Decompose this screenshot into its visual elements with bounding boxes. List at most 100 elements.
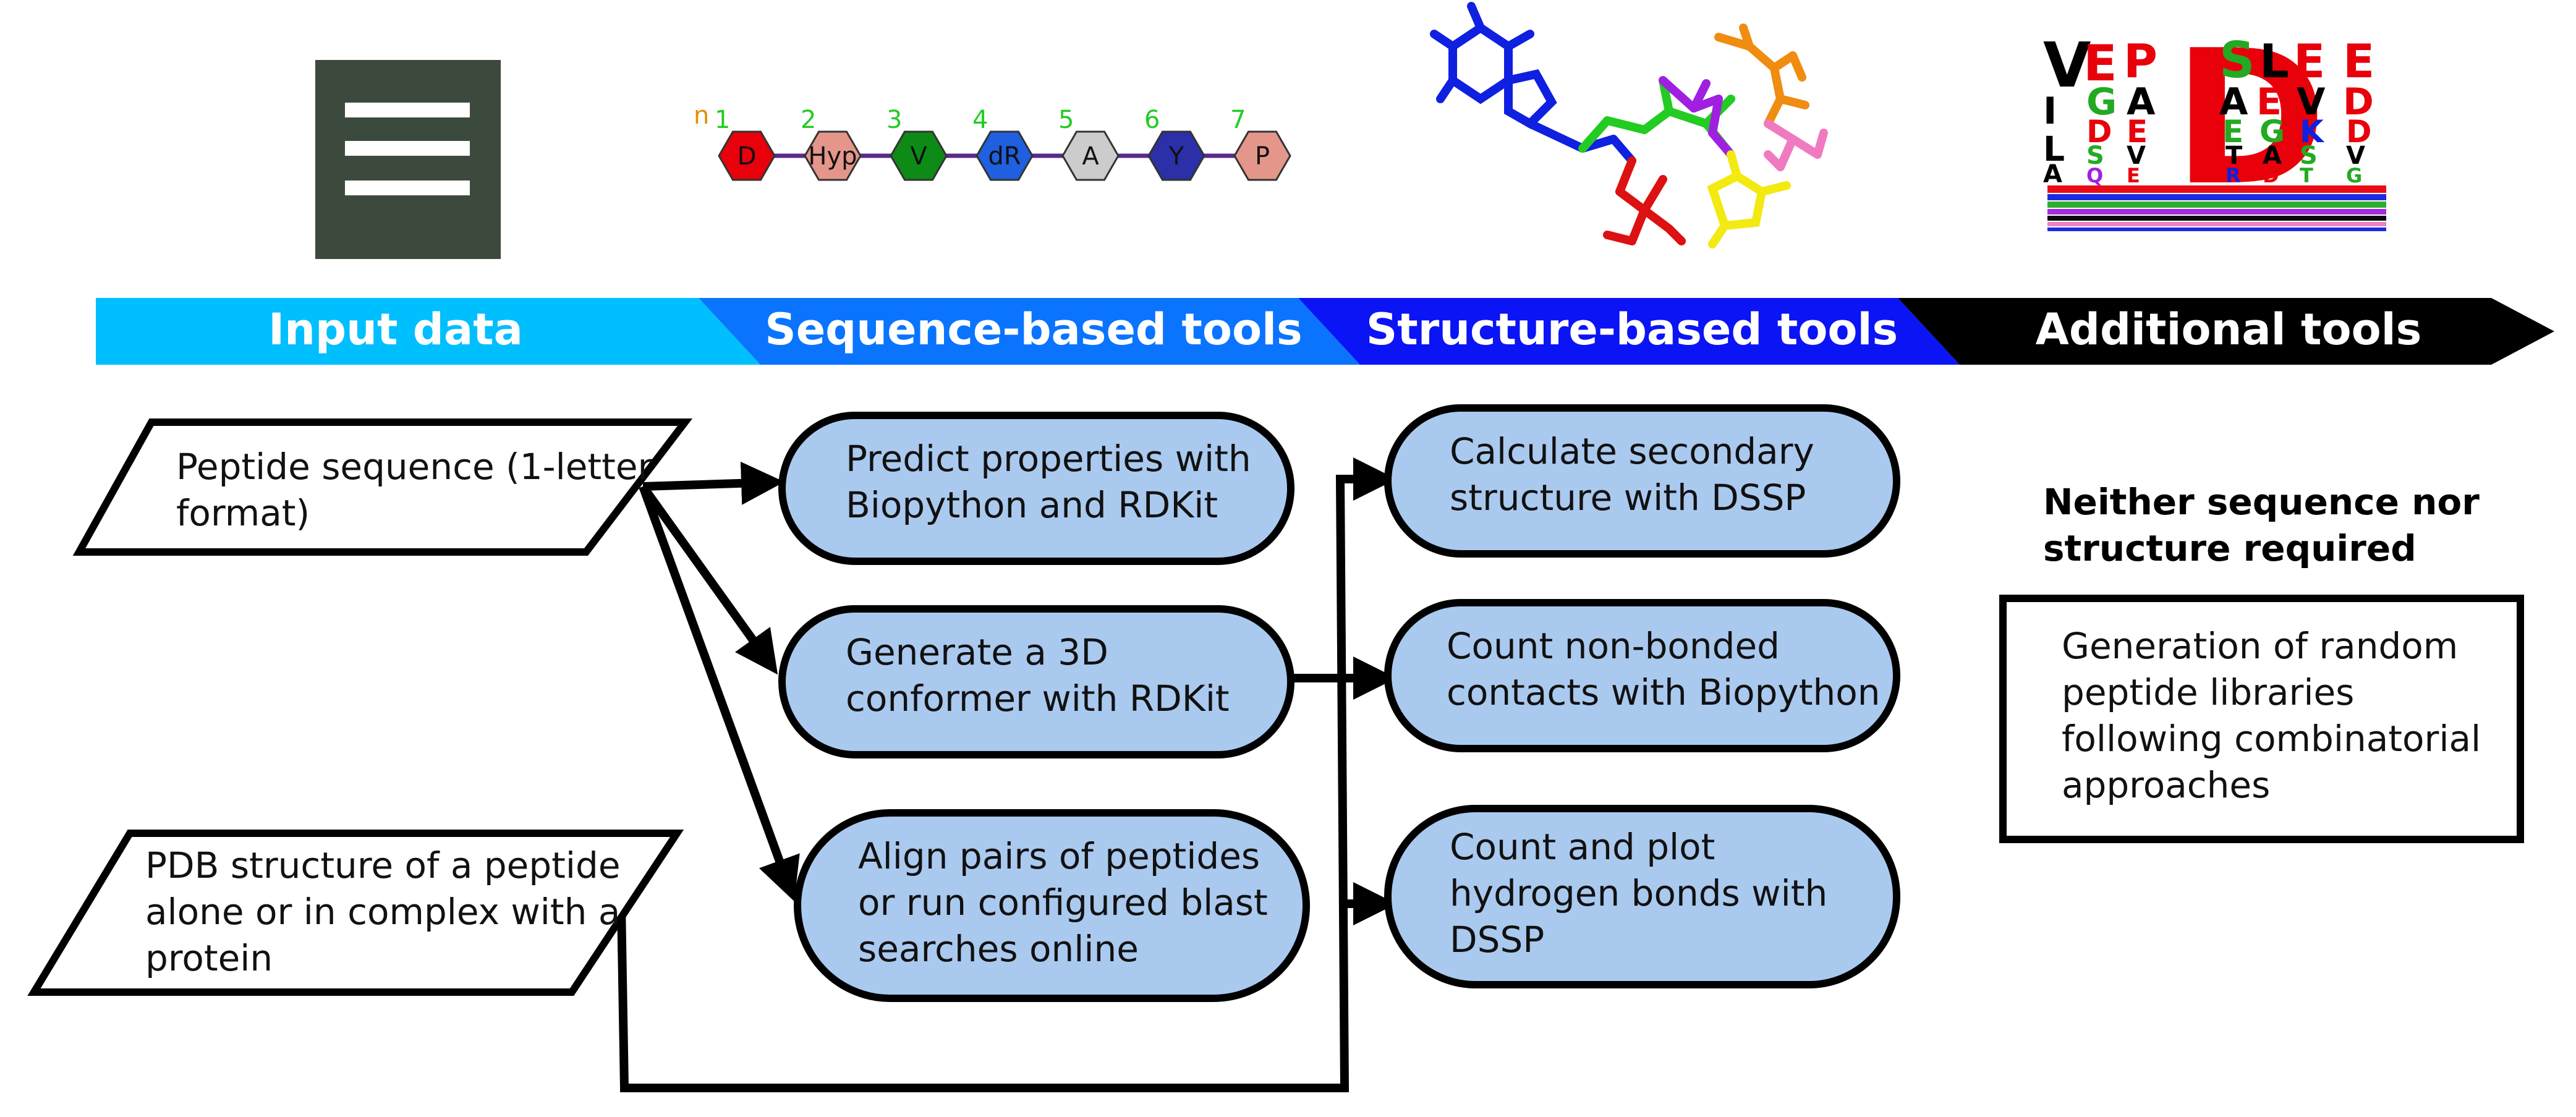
svg-text:V: V	[2127, 142, 2146, 170]
residue-hexagon	[976, 130, 1034, 181]
residue-number: 4	[972, 106, 988, 134]
svg-text:D: D	[2086, 114, 2112, 150]
svg-text:E: E	[2293, 34, 2325, 88]
svg-text:D: D	[2343, 80, 2374, 124]
stage-banner: Input data Sequence-based tools Structur…	[96, 298, 2554, 365]
tool-random-libraries-line-1: Generation of random	[2062, 625, 2458, 667]
svg-text:G: G	[2259, 114, 2285, 150]
svg-text:E: E	[2343, 34, 2374, 88]
residue-label: D	[738, 142, 757, 171]
tool-hydrogen-bonds-line-2: hydrogen bonds with	[1450, 872, 1827, 914]
input-pdb-structure: PDB structure of a peptide alone or in c…	[27, 830, 684, 996]
banner-stage-structure	[1298, 298, 1960, 365]
arrow-seq-to-conformer	[639, 483, 778, 675]
tool-count-contacts-line-2: contacts with Biopython	[1447, 671, 1880, 713]
svg-text:A: A	[2219, 80, 2248, 124]
residue-label: Y	[1168, 142, 1184, 171]
tool-hydrogen-bonds-line-1: Count and plot	[1450, 826, 1715, 868]
input-pdb-structure-line-1: PDB structure of a peptide	[145, 844, 621, 886]
tool-random-libraries-line-4: approaches	[2062, 764, 2270, 806]
svg-text:D: D	[2173, 11, 2327, 226]
chain-terminal-label: n	[694, 101, 709, 130]
tool-generate-conformer: Generate a 3D conformer with RDKit	[778, 605, 1294, 758]
svg-text:P: P	[2123, 34, 2157, 88]
additional-note-line-1: Neither sequence nor	[2043, 481, 2480, 523]
tool-predict-properties-line-2: Biopython and RDKit	[846, 484, 1218, 526]
tool-generate-conformer-line-1: Generate a 3D	[846, 631, 1108, 673]
residue-number: 5	[1058, 106, 1074, 134]
banner-stage-additional	[1898, 298, 2554, 365]
tool-predict-properties-line-1: Predict properties with	[846, 438, 1251, 480]
svg-text:L: L	[2043, 129, 2065, 169]
arrow-seq-to-align	[639, 485, 800, 902]
input-peptide-sequence-line-1: Peptide sequence (1-letter	[176, 446, 653, 488]
svg-text:S: S	[2219, 32, 2255, 89]
residue-hexagon	[1233, 130, 1291, 181]
svg-text:V: V	[2297, 80, 2326, 124]
svg-text:E: E	[2083, 35, 2117, 92]
banner-label-sequence: Sequence-based tools	[765, 304, 1302, 355]
banner-stage-input	[96, 298, 760, 365]
tool-align-peptides: Align pairs of peptides or run configure…	[794, 809, 1310, 1002]
banner-label-structure: Structure-based tools	[1366, 304, 1898, 355]
tool-secondary-structure-line-1: Calculate secondary	[1450, 430, 1814, 472]
additional-note-line-2: structure required	[2043, 527, 2417, 569]
tool-hydrogen-bonds: Count and plot hydrogen bonds with DSSP	[1384, 805, 1900, 988]
input-peptide-sequence: Peptide sequence (1-letter format)	[72, 418, 693, 556]
residue-hexagon	[804, 130, 862, 181]
svg-text:E: E	[2127, 114, 2148, 150]
svg-text:V: V	[2043, 29, 2091, 101]
svg-text:L: L	[2259, 34, 2289, 88]
svg-text:T: T	[2225, 142, 2243, 170]
residue-number: 3	[886, 106, 902, 134]
tool-generate-conformer-line-2: conformer with RDKit	[846, 677, 1230, 720]
svg-text:D: D	[2346, 114, 2372, 150]
molecule-3d-icon	[1430, 2, 1828, 248]
tool-secondary-structure-line-2: structure with DSSP	[1450, 477, 1806, 519]
svg-text:E: E	[2256, 80, 2282, 124]
svg-text:V: V	[2346, 142, 2365, 170]
residue-label: Hyp	[808, 142, 857, 171]
svg-text:R: R	[2225, 164, 2241, 187]
residue-number: 1	[715, 106, 730, 134]
banner-label-additional: Additional tools	[2036, 304, 2422, 355]
tool-random-libraries: Generation of random peptide libraries f…	[1999, 595, 2524, 843]
residue-number: 2	[801, 106, 816, 134]
sequence-logo-icon: V E P D S L E E G A A E V D I D E E G K …	[2043, 11, 2386, 231]
arrow-pdb-to-secondary	[617, 457, 1396, 1092]
tool-align-peptides-line-3: searches online	[858, 928, 1139, 970]
tool-secondary-structure: Calculate secondary structure with DSSP	[1384, 404, 1900, 558]
residue-number: 6	[1144, 106, 1160, 134]
svg-text:G: G	[2346, 164, 2362, 187]
svg-text:E: E	[2127, 164, 2140, 187]
tool-random-libraries-line-2: peptide libraries	[2062, 671, 2354, 713]
svg-text:T: T	[2300, 164, 2313, 187]
svg-text:I: I	[2043, 90, 2057, 133]
banner-label-input: Input data	[268, 304, 523, 355]
svg-text:G: G	[2086, 80, 2117, 124]
tool-count-contacts: Count non-bonded contacts with Biopython	[1384, 599, 1900, 752]
svg-text:S: S	[2086, 142, 2104, 170]
banner-stage-sequence	[699, 298, 1360, 365]
residue-hexagon	[718, 130, 776, 181]
svg-text:A: A	[2263, 142, 2282, 170]
svg-text:A: A	[2043, 160, 2062, 189]
residue-number: 7	[1230, 106, 1246, 134]
tool-align-peptides-line-2: or run configured blast	[858, 881, 1268, 924]
svg-text:A: A	[2127, 80, 2156, 124]
svg-text:Q: Q	[2086, 164, 2103, 187]
residue-label: P	[1255, 142, 1270, 171]
svg-text:E: E	[2222, 114, 2243, 150]
input-pdb-structure-line-2: alone or in complex with a	[145, 891, 620, 933]
svg-text:D: D	[2263, 164, 2279, 187]
input-peptide-sequence-line-2: format)	[176, 492, 310, 534]
additional-note: Neither sequence nor structure required	[2043, 481, 2480, 569]
residue-label: A	[1082, 142, 1099, 171]
residue-hexagon	[1147, 130, 1205, 181]
tool-random-libraries-line-3: following combinatorial	[2062, 718, 2481, 760]
tool-count-contacts-line-1: Count non-bonded	[1447, 625, 1780, 667]
residue-hexagon	[1061, 130, 1120, 181]
connectors	[617, 457, 1396, 1092]
